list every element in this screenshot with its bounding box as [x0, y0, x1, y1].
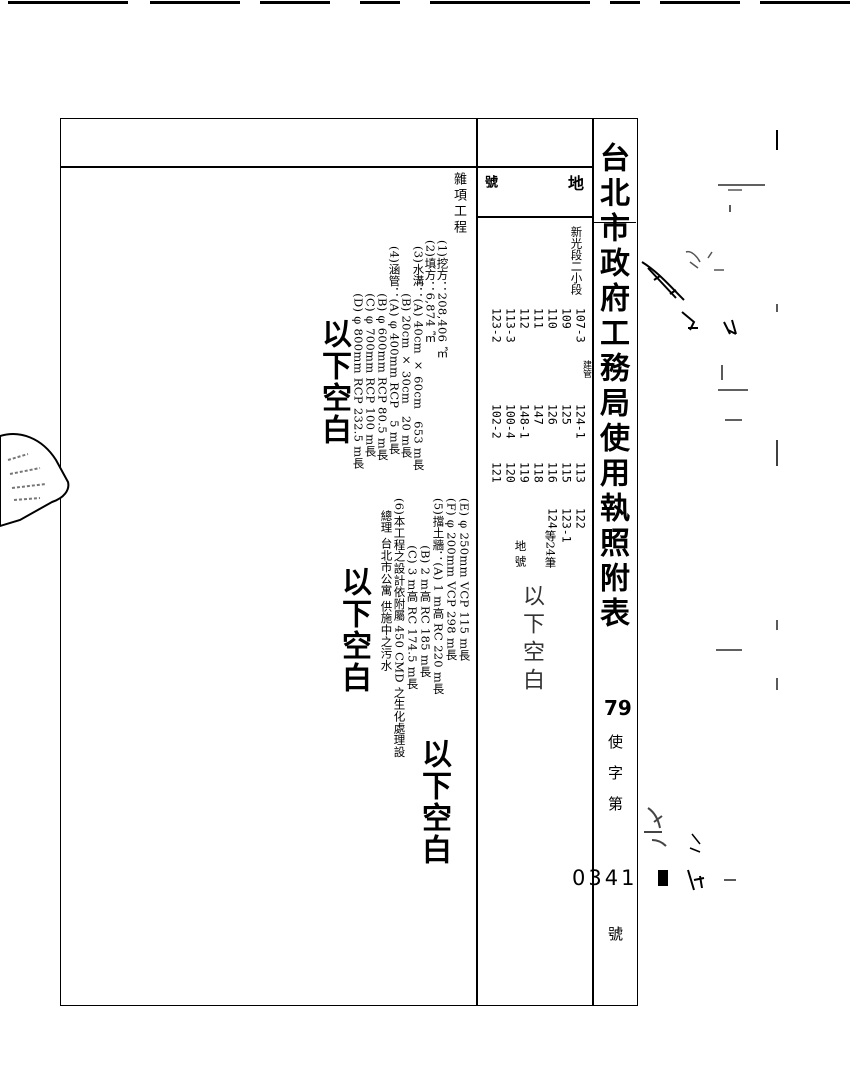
- misc-works-item: (C) φ 700mm RCP 100 m長: [363, 246, 378, 458]
- misc-works-item: (D) φ 800mm RCP 232.5 m長: [351, 246, 366, 470]
- misc-works-item: 總理 台北市公寓 供施中之污水: [379, 498, 394, 672]
- land-number-cell: 120: [503, 462, 518, 483]
- document-year: 79: [604, 696, 632, 720]
- misc-works-item: (F) φ 200mm VCP 298 m長: [444, 498, 459, 661]
- land-number-cell: 123-2: [489, 308, 504, 343]
- misc-works-item: (E) φ 250mm VCP 115 m長: [457, 498, 472, 662]
- land-number-cell: 116: [545, 462, 560, 483]
- blank-stamp-right: 以下空白: [416, 738, 451, 866]
- land-note-label: 地 號: [513, 540, 528, 567]
- land-number-cell: 109: [559, 308, 574, 329]
- land-header-sub: 號: [482, 175, 497, 204]
- document-number: 0341: [572, 866, 638, 890]
- land-number-cell: 124-1: [573, 404, 588, 439]
- land-number-cell: 107-3: [573, 308, 588, 343]
- land-number-cell: 118: [531, 462, 546, 483]
- misc-works-item: (4)涵管：(A) φ 400mm RCP 5 m長: [387, 246, 402, 455]
- document-title: 台北市政府工務局使用執照附表: [594, 142, 629, 632]
- land-header-divider: [476, 216, 592, 218]
- land-number-cell: 113: [573, 462, 588, 483]
- misc-works-item: (B) 20cm × 30cm 20 m長: [399, 246, 414, 459]
- land-column-divider: [476, 118, 478, 1006]
- misc-works-item: (2)填方：6,874 ㎥: [423, 240, 438, 343]
- misc-works-item: (1)挖方：208,406 ㎥: [435, 240, 450, 359]
- left-margin-tab: [0, 433, 70, 528]
- misc-works-item: (B) φ 600mm RCP 80.5 m長: [375, 246, 390, 461]
- land-number-cell: 113-3: [503, 308, 518, 343]
- title-column-divider: [592, 118, 594, 1006]
- land-number-cell: 126: [545, 404, 560, 425]
- header-row-divider: [60, 166, 592, 168]
- land-number-cell: 123-1: [559, 508, 574, 543]
- blank-stamp-middle: 以下空白: [336, 566, 371, 694]
- document-number-suffix: 號: [606, 926, 624, 941]
- land-number-cell: 102-2: [489, 404, 504, 439]
- title-subnote: 建管: [581, 360, 591, 379]
- misc-works-item: (5)擋土牆：(A) 1 m高 RC 220 m長: [431, 498, 446, 695]
- land-number-cell: 121: [489, 462, 504, 483]
- number-box-divider: [592, 222, 636, 223]
- margin-seal-marks: [641, 130, 778, 891]
- land-number-cell: 115: [559, 462, 574, 483]
- blank-stamp-left: 以下空白: [316, 318, 351, 446]
- misc-works-item: (3)水溝：(A) 40cm × 60cm 653 m長: [411, 246, 426, 471]
- land-section: 新光段二小段: [569, 226, 584, 295]
- land-number-cell: 147: [531, 404, 546, 425]
- land-handwritten-blank: 以下空白: [519, 584, 544, 696]
- land-number-cell: 124: [545, 508, 560, 529]
- misc-works-label: 雜項工程: [451, 172, 466, 236]
- land-header-label: 地: [565, 175, 584, 207]
- misc-works-item: (6)本工程之設計依附屬 450 CMD 之生化處理設: [392, 498, 407, 758]
- scan-edge-noise: [0, 0, 864, 7]
- document-number-prefix: 使字第: [606, 734, 624, 827]
- land-number-cell: 125: [559, 404, 574, 425]
- land-number-cell: 111: [531, 308, 546, 329]
- misc-works-item: (C) 3 m高 RC 174.5 m長: [405, 498, 420, 690]
- land-number-cell: 110: [545, 308, 560, 329]
- land-note-count: 等24筆: [543, 530, 558, 568]
- land-number-cell: 119: [517, 462, 532, 483]
- misc-works-item: (B) 2 m高 RC 185 m長: [418, 498, 433, 678]
- form-frame: [60, 118, 638, 1006]
- land-number-cell: 148-1: [517, 404, 532, 439]
- land-number-cell: 112: [517, 308, 532, 329]
- land-number-cell: 100-4: [503, 404, 518, 439]
- land-number-cell: 122: [573, 508, 588, 529]
